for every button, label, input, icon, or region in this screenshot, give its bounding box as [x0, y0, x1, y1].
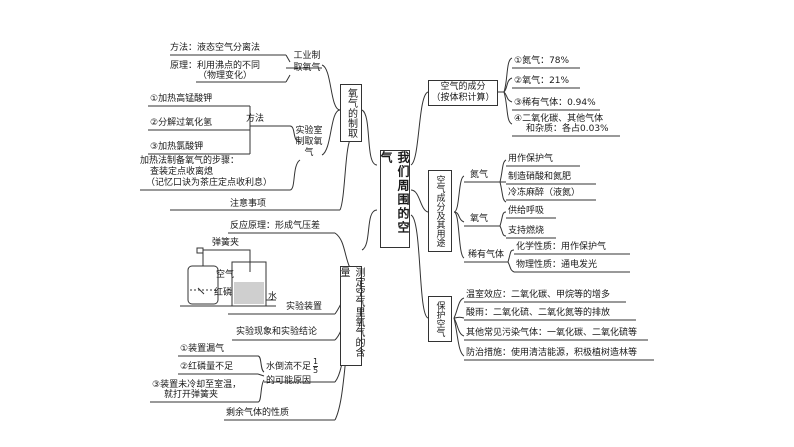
lab-steps-3: （记忆口诀为茶庄定点收利息） — [146, 178, 273, 188]
apparatus-label: 实验装置 — [286, 302, 323, 312]
nitrogen-label: 氮气 — [470, 170, 489, 180]
protection-item-1: 温室效应：二氧化碳、甲烷等的增多 — [466, 290, 611, 300]
phenomena-label: 实验现象和实验结论 — [236, 327, 318, 337]
composition-oxygen: ②氧气：21% — [514, 76, 570, 86]
oxygen-use-2: 支持燃烧 — [508, 226, 545, 236]
composition-other-1: ④二氧化碳、其他气体 — [514, 114, 604, 124]
noble-use-1: 化学性质：用作保护气 — [516, 242, 607, 252]
connector-center-protection — [410, 214, 429, 319]
water-label: 水 — [268, 292, 278, 302]
reasons-label-2: 的可能原因 — [266, 376, 312, 386]
lab-methods-label: 方法 — [246, 114, 265, 124]
fraction-numerator: 1 — [313, 357, 319, 366]
connector-center-uses — [410, 189, 429, 213]
center-title: 我们周围的空气 — [379, 151, 410, 235]
branch-preparation: 氧气的制取 — [340, 84, 362, 142]
measure-principle: 反应原理：形成气压差 — [230, 221, 321, 231]
lab-method-2: ②分解过氧化氢 — [150, 118, 213, 128]
lab-steps-1: 加热法制备氧气的步骤： — [140, 156, 240, 166]
lab-method-1: ①加热高锰酸钾 — [150, 94, 213, 104]
fraction-denominator: 5 — [313, 366, 319, 375]
nitrogen-use-1: 用作保护气 — [508, 154, 554, 164]
industrial-principle-1: 原理：利用沸点的不同 — [170, 61, 261, 71]
oxygen-use-1: 供给呼吸 — [508, 206, 545, 216]
spring-clip-shape — [196, 247, 204, 254]
reason-3a: ③装置未冷却至室温， — [152, 380, 242, 390]
remaining-gas: 剩余气体的性质 — [226, 408, 290, 418]
branch-measure-label: 测定空气里氧气的含量 — [338, 267, 364, 357]
connector-center-composition — [410, 91, 429, 166]
branch-uses: 空气成分及其用途 — [428, 170, 452, 252]
lab-notes: 注意事项 — [230, 199, 267, 209]
composition-other-2: 和杂质：各占0.03% — [526, 124, 609, 134]
oxygen-label: 氧气 — [470, 214, 489, 224]
protection-item-3: 其他常见污染气体：一氧化碳、二氧化硫等 — [466, 328, 638, 338]
composition-label-1: 空气的成分 — [440, 82, 486, 92]
nitrogen-use-3: 冷冻麻醉（液氮） — [508, 188, 581, 198]
reason-2: ②红磷量不足 — [180, 362, 234, 372]
reasons-label-1: 水倒流不足 — [266, 362, 312, 372]
noble-label: 稀有气体 — [468, 250, 505, 260]
noble-use-2: 物理性质：通电发光 — [516, 260, 598, 270]
industrial-principle-2: （物理变化） — [198, 71, 253, 81]
apparatus-drawing — [180, 247, 276, 307]
connector-center-preparation — [361, 109, 378, 166]
industrial-label: 工业制取氧气 — [293, 51, 321, 73]
branch-composition: 空气的成分 （按体积计算） — [428, 80, 498, 106]
composition-noble: ③稀有气体：0.94% — [514, 98, 596, 108]
air-label: 空气 — [216, 270, 235, 280]
protection-item-4: 防治措施：使用清洁能源，积极植树造林等 — [466, 348, 638, 358]
connector-center-measure — [361, 209, 378, 251]
reason-1: ①装置漏气 — [180, 344, 225, 354]
center-node: 我们周围的空气 — [379, 150, 410, 248]
reason-3b: 就打开弹簧夹 — [164, 390, 219, 400]
spring-clip-label: 弹簧夹 — [212, 238, 240, 248]
branch-protection: 保护空气 — [428, 296, 452, 342]
branch-protection-label: 保护空气 — [434, 301, 445, 337]
branch-uses-label: 空气成分及其用途 — [434, 175, 445, 247]
branch-measure: 测定空气里氧气的含量 — [338, 266, 364, 366]
composition-nitrogen: ①氮气：78% — [514, 56, 570, 66]
protection-item-2: 酸雨：二氧化硫、二氧化氮等的排放 — [466, 308, 611, 318]
lab-method-3: ③加热氯酸钾 — [150, 142, 204, 152]
lab-steps-2: 查装定点收离熄 — [150, 167, 214, 177]
nitrogen-use-2: 制造硝酸和氮肥 — [508, 172, 572, 182]
industrial-method: 方法：液态空气分离法 — [170, 43, 261, 53]
branch-preparation-label: 氧气的制取 — [345, 88, 357, 138]
lab-label: 实验室制取氧气 — [295, 126, 323, 158]
phosphorus-label: 红磷 — [214, 288, 233, 298]
composition-label-2: （按体积计算） — [431, 93, 495, 103]
